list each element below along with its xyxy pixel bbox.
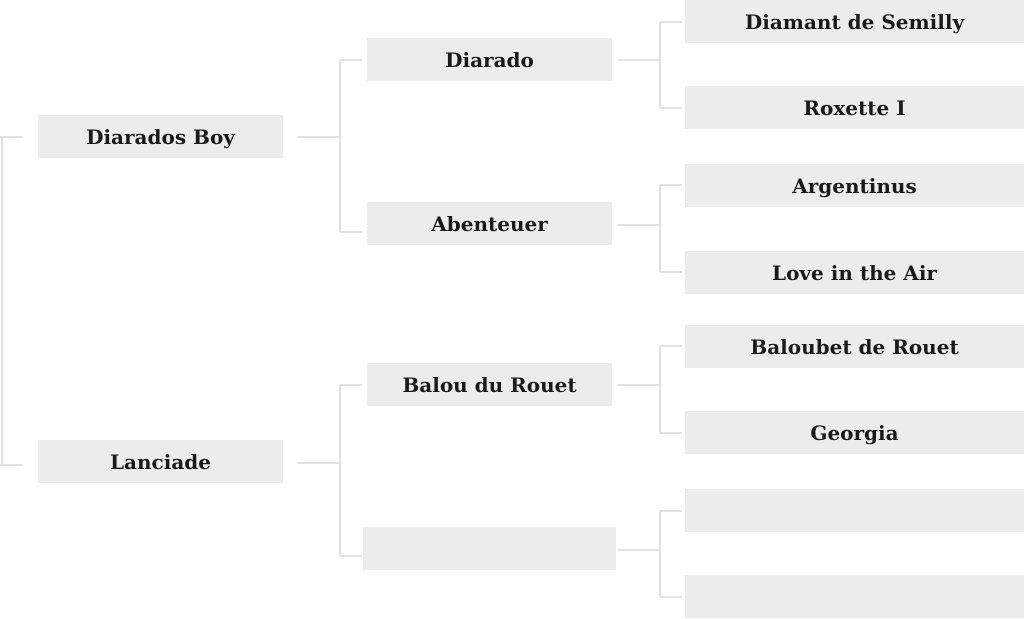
pedigree-node-ggp-7 [685,489,1024,532]
pedigree-node-ggp-1: Diamant de Semilly [685,0,1024,43]
pedigree-node-sire-sire: Diarado [367,38,612,81]
pedigree-node-dam-dam [363,527,616,570]
pedigree-node-ggp-5: Baloubet de Rouet [685,325,1024,368]
pedigree-node-dam: Lanciade [38,440,283,483]
pedigree-node-sire: Diarados Boy [38,115,283,158]
pedigree-node-dam-sire: Balou du Rouet [367,363,612,406]
pedigree-node-ggp-6: Georgia [685,411,1024,454]
pedigree-node-ggp-8 [685,575,1024,618]
pedigree-node-sire-dam: Abenteuer [367,202,612,245]
pedigree-node-ggp-2: Roxette I [685,86,1024,129]
pedigree-node-ggp-4: Love in the Air [685,251,1024,294]
pedigree-node-ggp-3: Argentinus [685,164,1024,207]
